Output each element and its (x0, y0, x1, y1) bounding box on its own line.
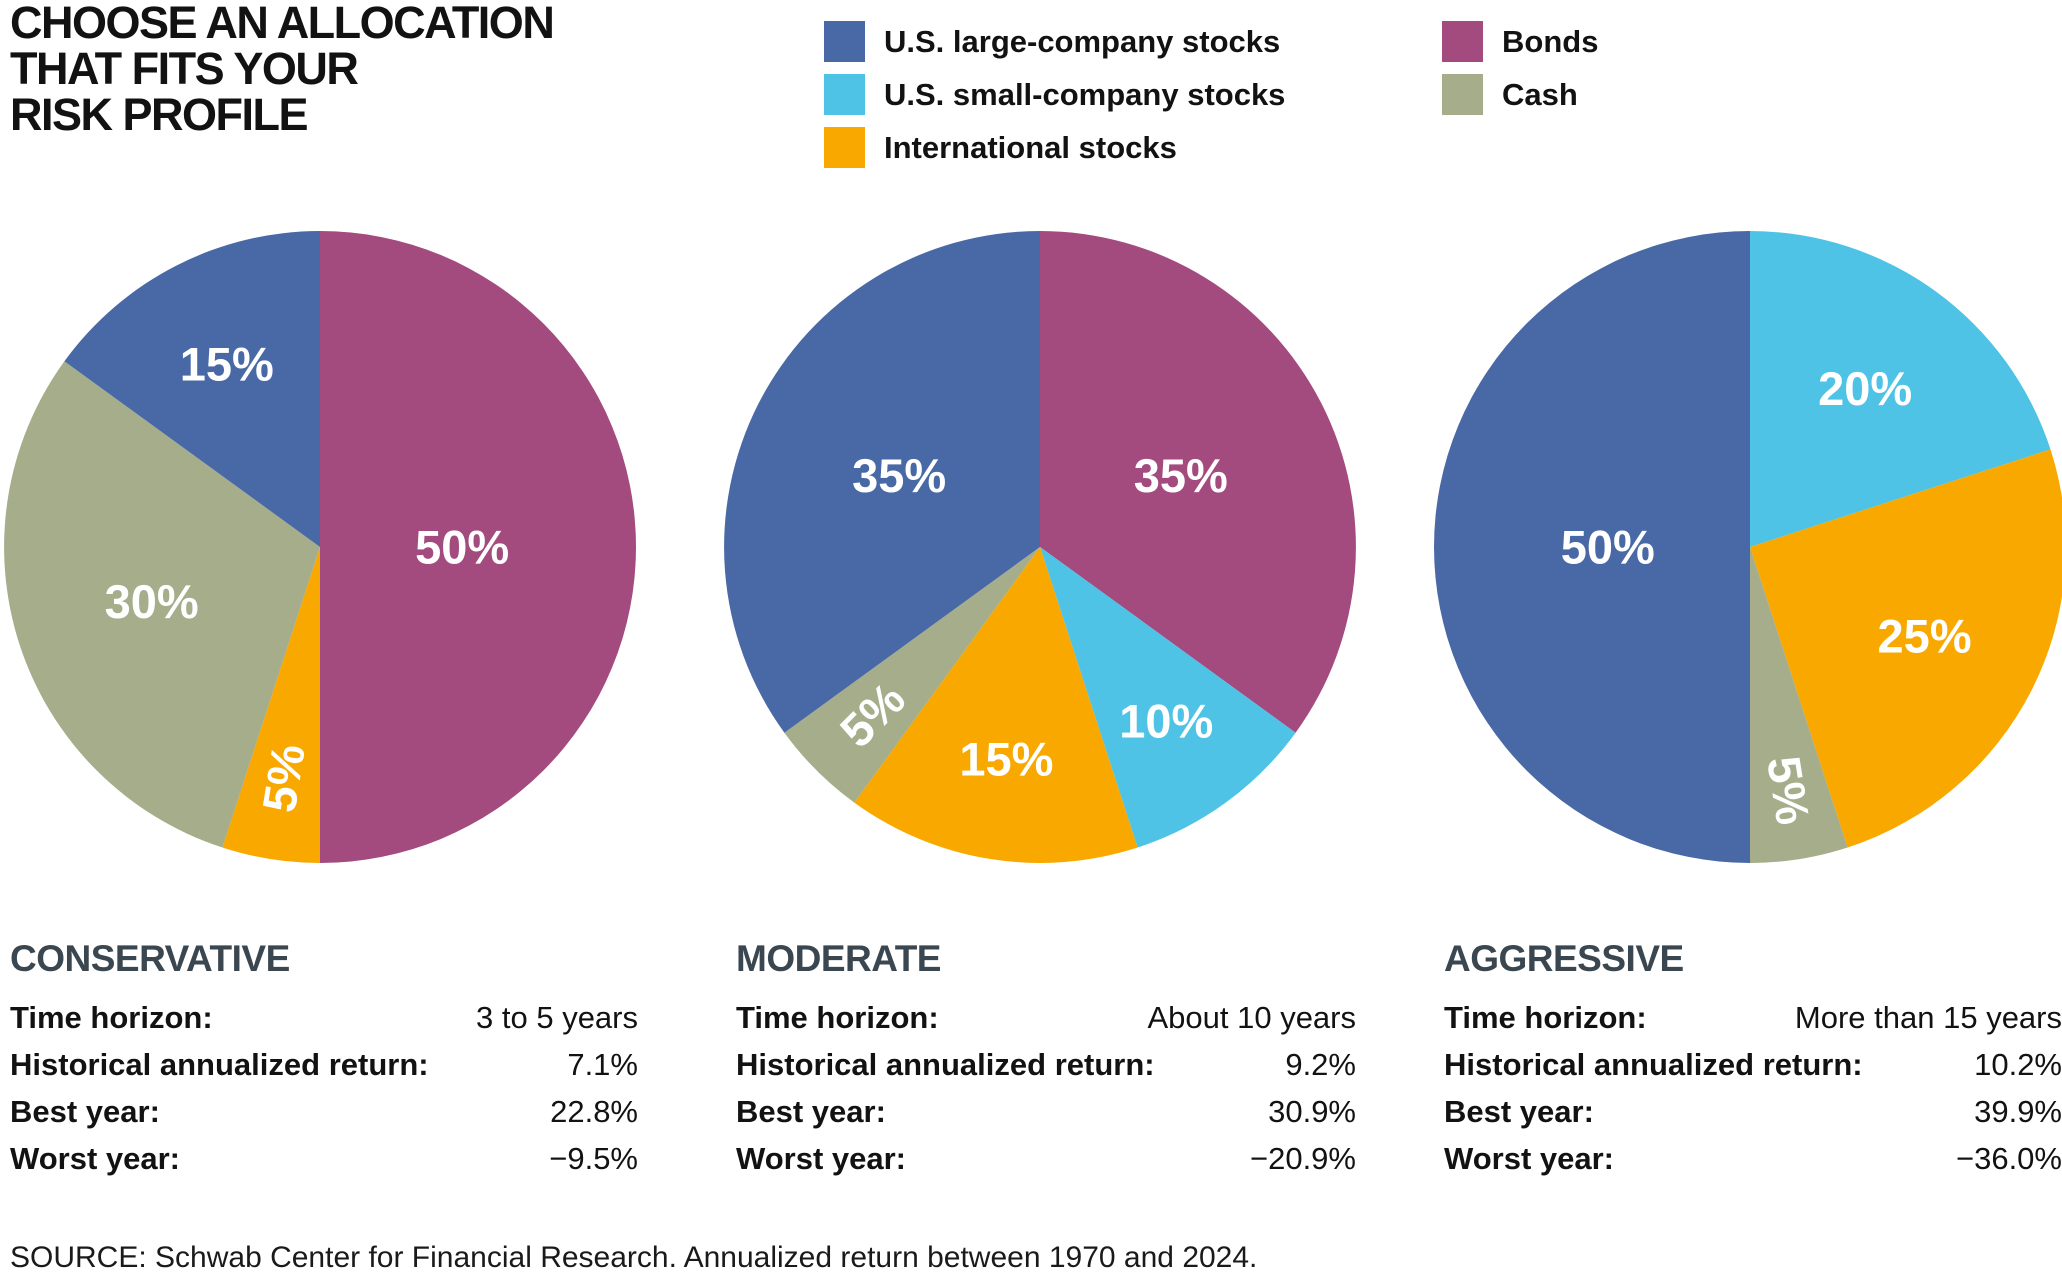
pie-chart-conservative: 50% 5% 30% 15% (4, 231, 636, 863)
pie-slice-small (1040, 547, 1296, 848)
pie-slice-small (1750, 231, 2051, 547)
legend-item-cash: Cash (1442, 74, 1598, 115)
pie-slice-international (854, 547, 1138, 863)
pie-slice-bonds (320, 231, 636, 863)
legend-swatch-cash (1442, 74, 1483, 115)
stat-row: Historical annualized return: 10.2% (1444, 1047, 2062, 1094)
pie-slice-label-small: 10% (1119, 694, 1213, 747)
stat-value: 30.9% (1268, 1094, 1356, 1129)
legend-item-large: U.S. large-company stocks (824, 21, 1285, 62)
legend-label-international: International stocks (884, 129, 1177, 165)
stat-label: Worst year: (1444, 1141, 1614, 1176)
pie-slice-label-bonds: 35% (1134, 449, 1228, 502)
legend-swatch-small (824, 74, 865, 115)
stat-label: Historical annualized return: (736, 1047, 1155, 1082)
stat-row: Worst year: −36.0% (1444, 1141, 2062, 1188)
legend-label-cash: Cash (1502, 76, 1578, 112)
legend-label-bonds: Bonds (1502, 23, 1599, 59)
stats-heading-moderate: MODERATE (736, 938, 941, 979)
stat-label: Best year: (10, 1094, 160, 1129)
pie-slice-large (64, 231, 321, 547)
stat-label: Time horizon: (10, 1000, 213, 1035)
stat-row: Historical annualized return: 7.1% (10, 1047, 638, 1094)
stat-value: 39.9% (1974, 1094, 2062, 1129)
stat-label: Best year: (1444, 1094, 1594, 1129)
pie-slice-label-large: 15% (180, 338, 274, 391)
pie-slice-label-bonds: 50% (415, 521, 509, 574)
stat-value: 3 to 5 years (476, 1000, 638, 1035)
stat-value: 22.8% (550, 1094, 638, 1129)
pie-slice-international (1750, 449, 2062, 848)
stat-value: −20.9% (1249, 1141, 1356, 1176)
legend-label-small: U.S. small-company stocks (884, 76, 1286, 112)
pie-chart-aggressive: 20% 25% 5% 50% (1434, 231, 2062, 863)
stat-value: −9.5% (549, 1141, 638, 1176)
legend-item-international: International stocks (824, 127, 1285, 168)
stat-row: Time horizon: About 10 years (736, 1000, 1356, 1047)
legend-item-small: U.S. small-company stocks (824, 74, 1285, 115)
stat-row: Time horizon: 3 to 5 years (10, 1000, 638, 1047)
stat-row: Best year: 39.9% (1444, 1094, 2062, 1141)
stat-label: Time horizon: (736, 1000, 939, 1035)
stat-value: −36.0% (1955, 1141, 2062, 1176)
legend-label-large: U.S. large-company stocks (884, 23, 1281, 59)
stat-row: Best year: 30.9% (736, 1094, 1356, 1141)
pie-slice-cash (4, 361, 320, 848)
pie-slice-label-international: 15% (959, 733, 1053, 786)
pie-slice-label-small: 20% (1818, 362, 1912, 415)
stat-row: Time horizon: More than 15 years (1444, 1000, 2062, 1047)
stats-block-aggressive: AGGRESSIVE Time horizon: More than 15 year… (1444, 938, 2062, 1188)
legend-item-bonds: Bonds (1442, 21, 1598, 62)
stat-label: Time horizon: (1444, 1000, 1647, 1035)
pie-slice-large (724, 231, 1040, 733)
page-title: CHOOSE AN ALLOCATION THAT FITS YOUR RISK… (10, 0, 555, 140)
stat-value: 10.2% (1974, 1047, 2062, 1082)
pie-chart-moderate: 35%10%15%5%35% (724, 231, 1356, 863)
stat-value: 9.2% (1285, 1047, 1356, 1082)
stat-value: About 10 years (1147, 1000, 1356, 1035)
pie-slice-label-international: 25% (1878, 609, 1972, 662)
pie-slice-bonds (1040, 231, 1356, 733)
legend-swatch-international (824, 127, 865, 168)
pie-slice-label-large: 35% (852, 449, 946, 502)
pie-slice-large (1434, 231, 1750, 863)
pie-slice-cash (1750, 547, 1848, 863)
pie-slice-international (222, 547, 320, 863)
stat-label: Best year: (736, 1094, 886, 1129)
stat-row: Worst year: −9.5% (10, 1141, 638, 1188)
pie-slice-label-cash: 30% (105, 575, 199, 628)
stat-row: Worst year: −20.9% (736, 1141, 1356, 1188)
legend-swatch-bonds (1442, 21, 1483, 62)
pie-slice-label-cash: 5% (1757, 753, 1820, 828)
pie-slice-label-large: 50% (1561, 521, 1655, 574)
stat-label: Historical annualized return: (10, 1047, 429, 1082)
pie-slice-label-international: 5% (252, 740, 315, 815)
stat-value: 7.1% (567, 1047, 638, 1082)
stat-label: Historical annualized return: (1444, 1047, 1863, 1082)
stat-row: Historical annualized return: 9.2% (736, 1047, 1356, 1094)
pie-slice-cash (784, 547, 1040, 803)
stat-row: Best year: 22.8% (10, 1094, 638, 1141)
stat-value: More than 15 years (1794, 1000, 2062, 1035)
stats-heading-aggressive: AGGRESSIVE (1444, 938, 1684, 979)
legend-swatch-large (824, 21, 865, 62)
stat-label: Worst year: (736, 1141, 906, 1176)
stats-heading-conservative: CONSERVATIVE (10, 938, 290, 979)
source-note: SOURCE: Schwab Center for Financial Rese… (10, 1241, 1258, 1274)
stat-label: Worst year: (10, 1141, 180, 1176)
